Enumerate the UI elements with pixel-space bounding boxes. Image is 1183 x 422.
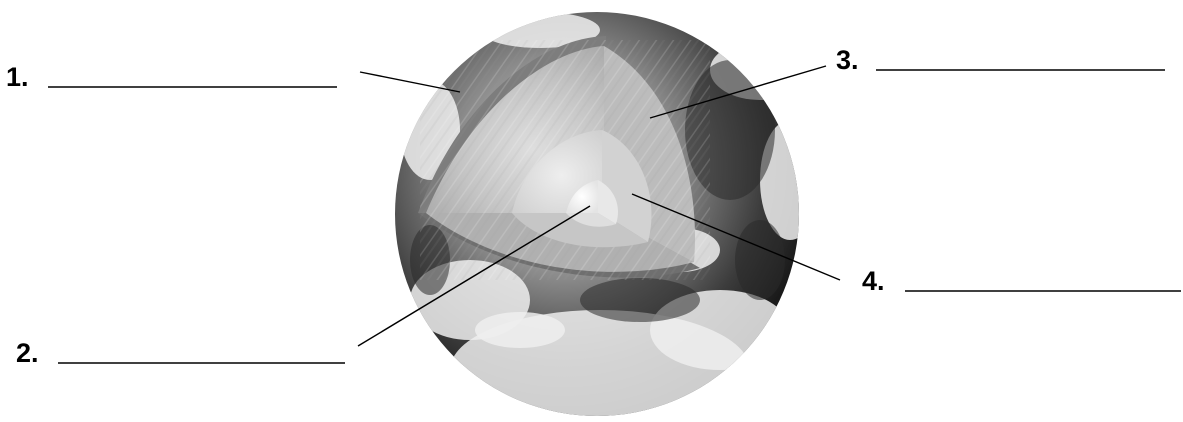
label-4-number: 4. [862,266,885,296]
leader-line-3 [649,65,827,119]
leader-lines [357,65,841,347]
leader-line-2 [357,205,591,347]
leader-line-1 [359,71,461,93]
inner-core-layer [566,180,598,213]
inner-core-layer-lower [566,213,616,227]
earth-cutaway-icon [395,12,799,416]
answer-blanks [48,69,1181,364]
label-3-number: 3. [836,45,859,75]
leader-line-4 [631,193,841,281]
inner-core-layer-side [598,180,618,224]
label-2-number: 2. [16,338,39,368]
label-1-number: 1. [6,62,29,92]
